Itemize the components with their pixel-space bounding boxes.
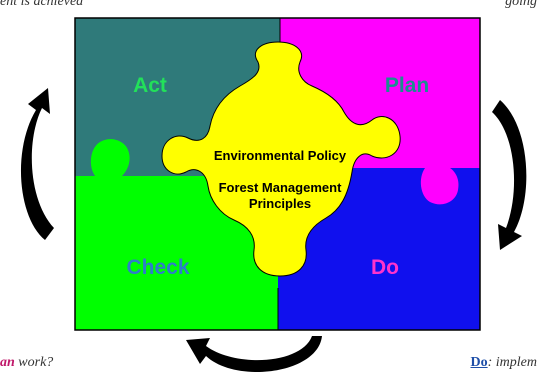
center-text-line-3: Principles bbox=[249, 196, 311, 211]
check-puzzle-knob bbox=[90, 139, 130, 176]
arrow-left-curved-icon bbox=[20, 88, 55, 240]
do-link[interactable]: Do bbox=[470, 355, 488, 370]
plan-label: Plan bbox=[385, 74, 429, 97]
arrow-bottom-curved-icon bbox=[186, 336, 322, 373]
center-text-line-2: Forest Management bbox=[219, 180, 342, 195]
text-fragment-top-left: ent is achieved bbox=[0, 0, 84, 9]
do-label: Do bbox=[371, 256, 399, 279]
center-puzzle-piece bbox=[161, 41, 401, 277]
text-fragment-top-right: going bbox=[505, 0, 537, 9]
text-fragment-bottom-right: Do: implem bbox=[470, 355, 537, 370]
plan-word: an bbox=[0, 355, 15, 370]
arrow-right-curved-icon bbox=[492, 100, 527, 250]
plan-puzzle-knob bbox=[420, 168, 459, 205]
center-text-line-1: Environmental Policy bbox=[214, 148, 347, 163]
check-label: Check bbox=[126, 256, 189, 279]
act-label: Act bbox=[133, 74, 167, 97]
text-fragment-bottom-left: an work? bbox=[0, 355, 54, 370]
